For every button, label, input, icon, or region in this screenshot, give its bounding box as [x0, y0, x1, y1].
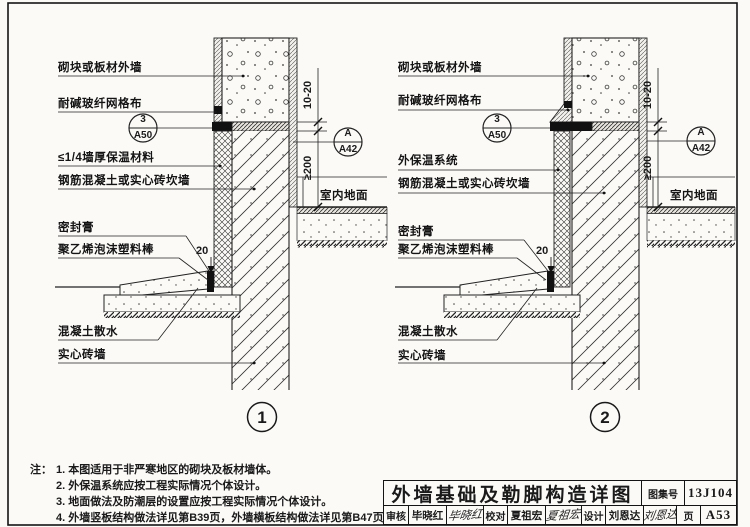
reviewer-name: 毕晓红 [408, 506, 446, 524]
note-line: 1. 本图适用于非严寒地区的砌块及板材墙体。 [56, 464, 278, 476]
checker-name: 夏祖宏 [507, 506, 545, 524]
label-plinth-wall: 钢筋混凝土或实心砖坎墙 [398, 178, 530, 190]
label-solid-brick: 实心砖墙 [58, 349, 106, 361]
designer-signature: 刘恩达 [643, 506, 676, 524]
dim-band-thickness: 10-20 [642, 80, 654, 110]
label-foam-rod: 聚乙烯泡沫塑料棒 [58, 244, 154, 256]
dim-band-thickness: 10-20 [302, 80, 314, 110]
label-foam-rod: 聚乙烯泡沫塑料棒 [398, 244, 494, 256]
atlas-no-value: 13J104 [684, 481, 736, 505]
dim-gap: 20 [196, 245, 209, 257]
detail-ref-number: 3 [140, 114, 146, 125]
label-plinth-wall: 钢筋混凝土或实心砖坎墙 [58, 175, 190, 187]
signature-text: 刘恩达 [643, 508, 676, 524]
designer-name: 刘恩达 [605, 506, 643, 524]
checker-label: 校对 [483, 506, 507, 524]
label-insulation: ≤1/4墙厚保温材料 [58, 152, 155, 164]
title-block: 外墙基础及勒脚构造详图 图集号 13J104 审核 毕晓红 毕晓红 校对 夏祖宏… [383, 480, 737, 525]
drawing-title: 外墙基础及勒脚构造详图 [391, 484, 634, 506]
detail-1-drawing [55, 37, 388, 433]
note-line: 3. 地面做法及防潮层的设置应按工程实际情况个体设计。 [56, 496, 333, 508]
note-line: 4. 外墙竖板结构做法详见第B39页，外墙横板结构做法详见第B47页。 [56, 512, 395, 524]
reviewer-label: 审核 [386, 511, 406, 523]
checker-signature: 夏祖宏 [545, 506, 581, 524]
note-line: 2. 外保温系统应按工程实际情况个体设计。 [56, 480, 267, 492]
designer-label: 设计 [581, 506, 605, 524]
section-ref-page: A42 [691, 142, 711, 154]
page-border [7, 2, 738, 526]
general-notes: 注： 1. 本图适用于非严寒地区的砌块及板材墙体。 2. 外保温系统应按工程实际… [30, 462, 395, 526]
notes-prefix: 注： [30, 464, 52, 476]
label-indoor-floor: 室内地面 [670, 190, 718, 202]
label-solid-brick: 实心砖墙 [398, 350, 446, 362]
section-ref-number: A [344, 128, 352, 139]
detail-ref-number: 3 [494, 114, 500, 125]
detail-2-drawing [395, 37, 736, 433]
detail-number-badge: 1 [257, 408, 267, 427]
detail-ref-page: A50 [487, 129, 507, 141]
label-sealant: 密封膏 [398, 226, 434, 238]
section-ref-number: A [697, 127, 705, 138]
section-ref-page: A42 [338, 143, 358, 155]
label-concrete-apron: 混凝土散水 [58, 326, 118, 338]
label-concrete-apron: 混凝土散水 [398, 326, 458, 338]
label-exterior-wall: 砌块或板材外墙 [398, 62, 482, 74]
label-fiber-mesh: 耐碱玻纤网格布 [58, 98, 142, 110]
detail-ref-page: A50 [133, 129, 153, 141]
page-no-label: 页 [676, 506, 700, 524]
dim-plinth-height: ≥200 [302, 155, 314, 181]
atlas-no-label: 图集号 [641, 481, 684, 505]
signature-text: 毕晓红 [446, 508, 483, 524]
dim-gap: 20 [536, 245, 549, 257]
page-no-value: A53 [700, 506, 736, 524]
reviewer-signature: 毕晓红 [446, 506, 483, 524]
label-indoor-floor: 室内地面 [320, 190, 368, 202]
dim-plinth-height: ≥200 [642, 155, 654, 181]
detail-number-badge: 2 [600, 408, 610, 427]
signature-text: 夏祖宏 [545, 508, 581, 524]
label-sealant: 密封膏 [58, 222, 94, 234]
label-exterior-wall: 砌块或板材外墙 [58, 62, 142, 74]
label-insulation: 外保温系统 [398, 155, 458, 167]
label-fiber-mesh: 耐碱玻纤网格布 [398, 95, 482, 107]
